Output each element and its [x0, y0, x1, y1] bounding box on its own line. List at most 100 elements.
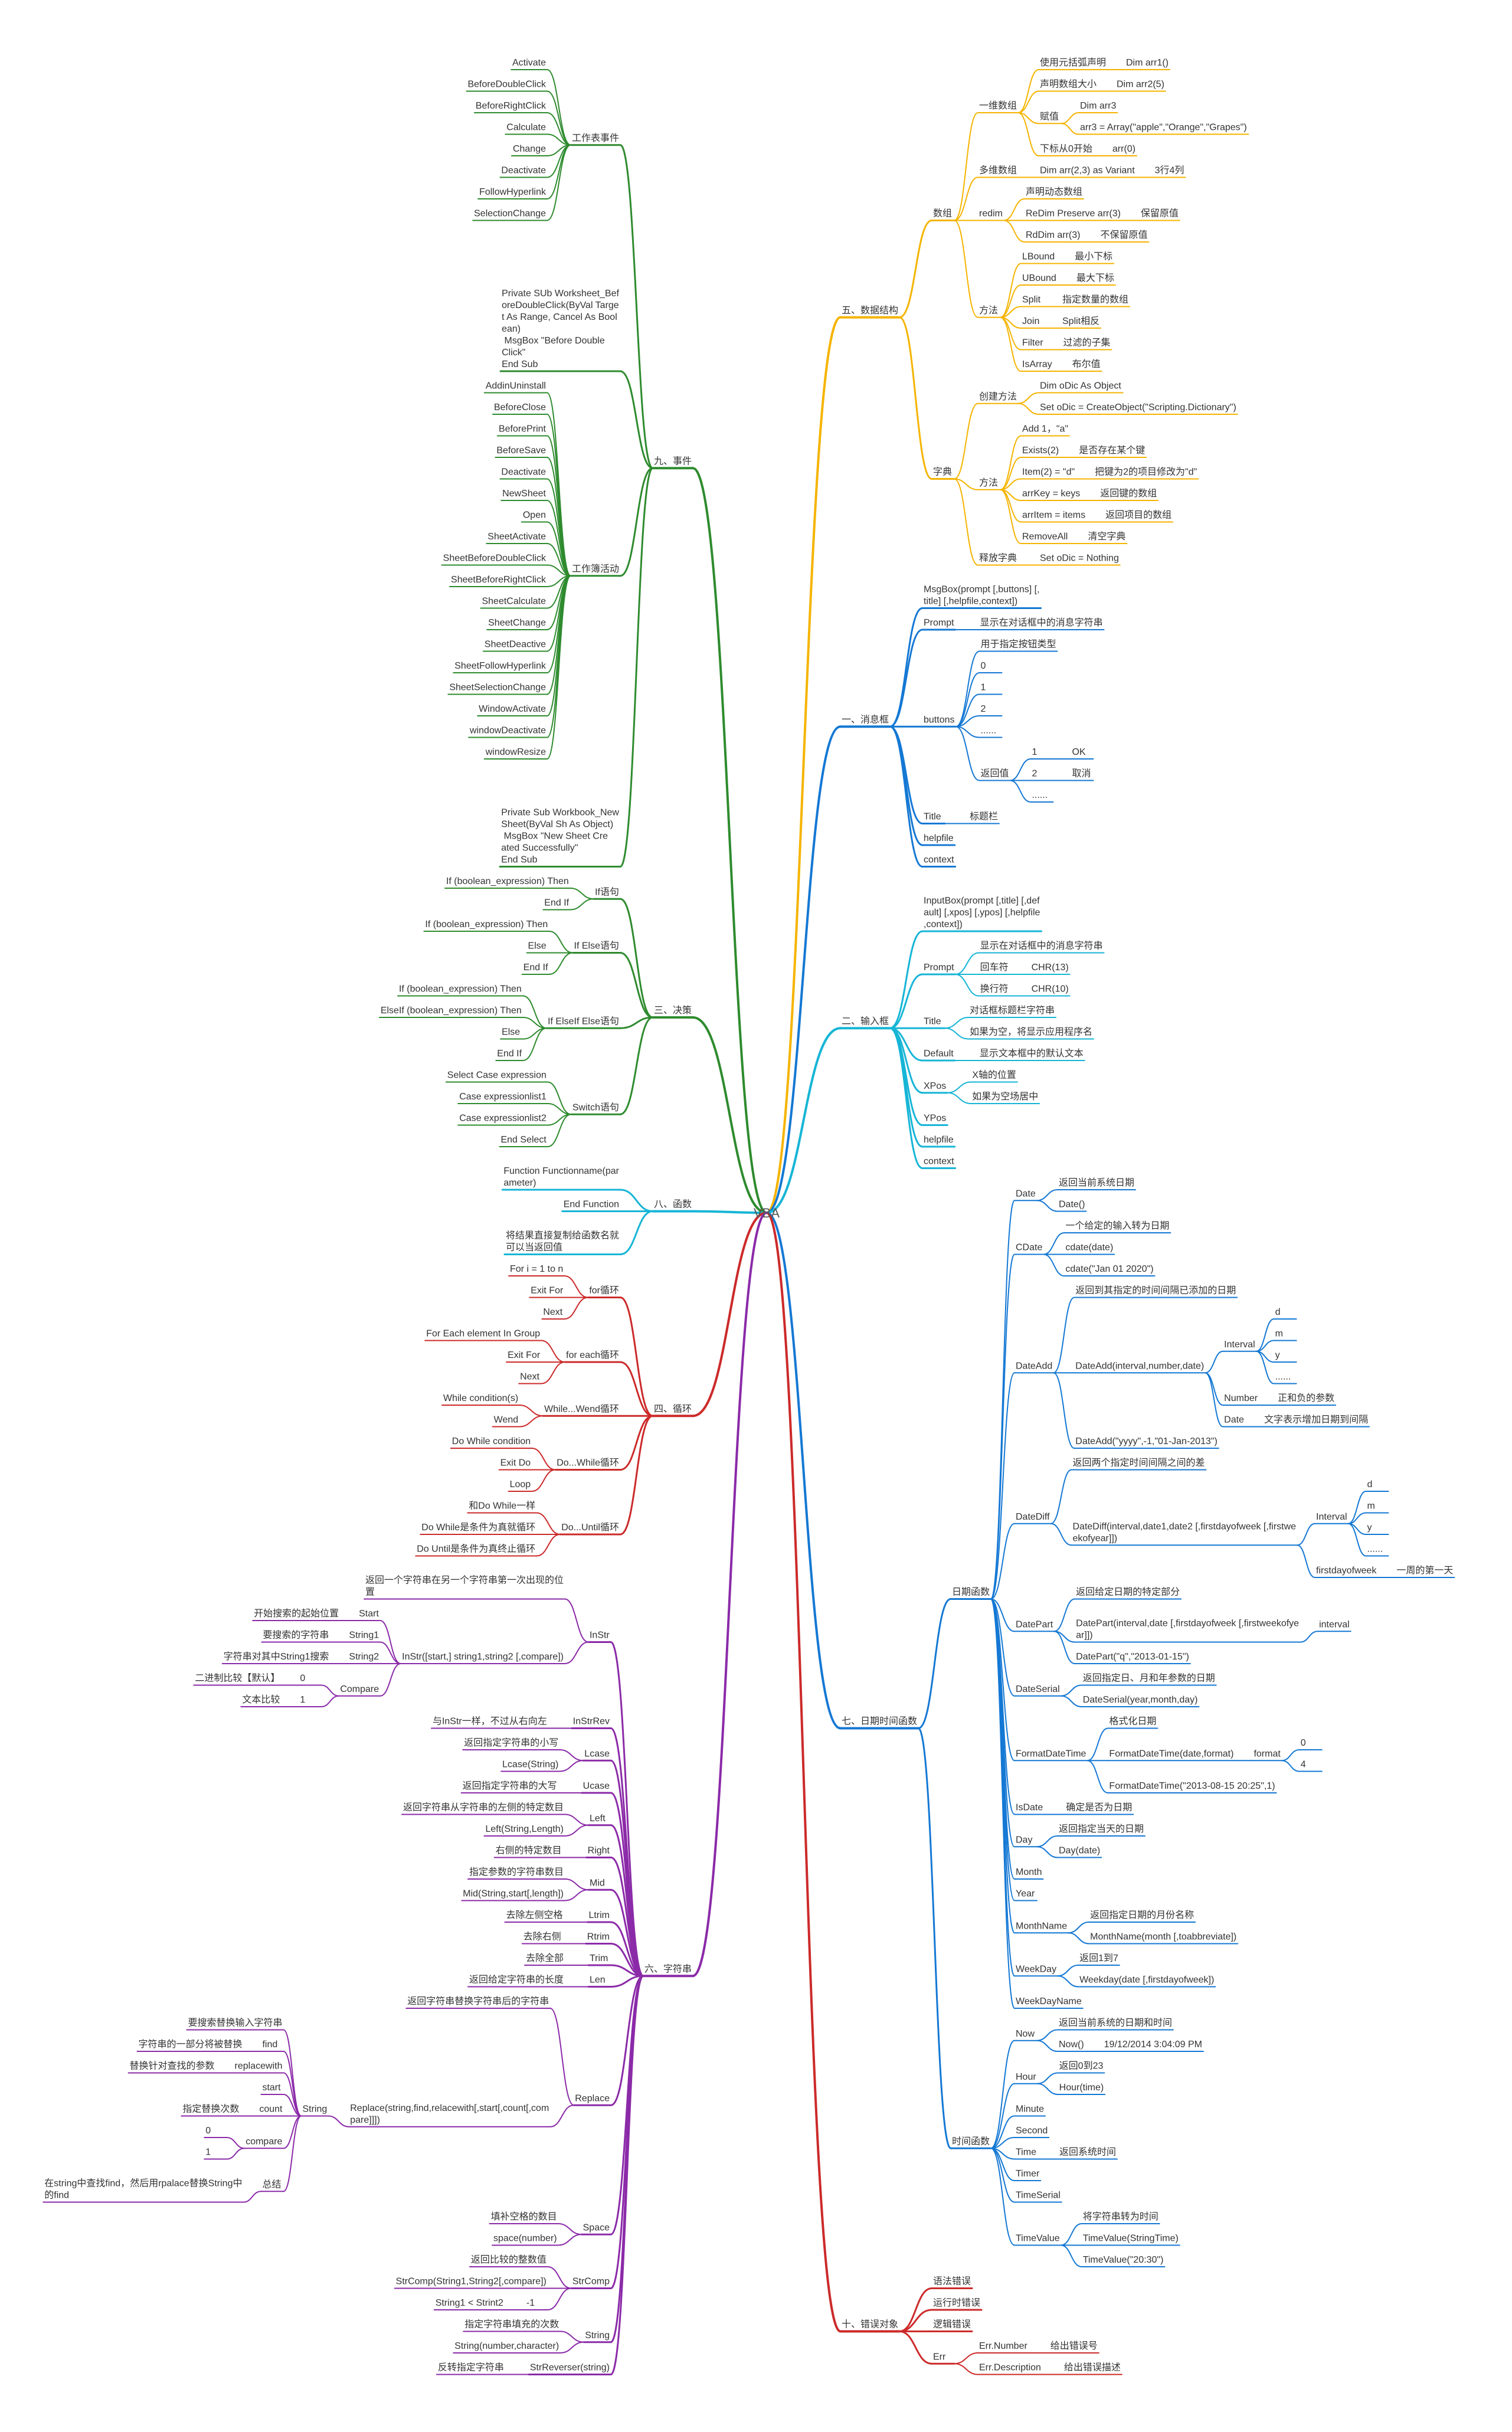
subtopic[interactable]: String1	[349, 1631, 379, 1641]
main-topic[interactable]: 十、错误对象	[842, 2319, 898, 2330]
subtopic[interactable]: Deactivate	[501, 467, 546, 477]
subtopic[interactable]: Mid	[590, 1878, 605, 1888]
subtopic[interactable]: End Function	[564, 1200, 619, 1210]
subtopic[interactable]: Prompt	[924, 618, 954, 628]
subtopic[interactable]: Next	[520, 1372, 539, 1382]
subtopic[interactable]: 声明动态数组	[1026, 186, 1082, 197]
subtopic[interactable]: SelectionChange	[474, 209, 546, 219]
subtopic[interactable]: Compare	[340, 1684, 379, 1694]
subtopic[interactable]: 字符串对其中String1搜索	[224, 1651, 329, 1662]
subtopic[interactable]: 下标从0开始	[1040, 143, 1092, 154]
subtopic[interactable]: 1	[205, 2148, 211, 2158]
subtopic[interactable]: Day	[1016, 1835, 1032, 1845]
subtopic[interactable]: 过滤的子集	[1063, 338, 1111, 348]
subtopic[interactable]: 保留原值	[1141, 208, 1179, 219]
subtopic[interactable]: 去除左侧空格	[506, 1910, 562, 1920]
main-topic[interactable]: 二、输入框	[842, 1016, 889, 1026]
subtopic[interactable]: While condition(s)	[443, 1393, 518, 1403]
subtopic[interactable]: 返回字符串替换字符串后的字符串	[407, 1996, 549, 2007]
subtopic[interactable]: 返回一个字符串在另一个字符串第一次出现的位置	[365, 1575, 564, 1598]
subtopic[interactable]: 总结	[262, 2179, 281, 2189]
subtopic[interactable]: 0	[300, 1674, 305, 1684]
subtopic[interactable]: Next	[543, 1307, 562, 1317]
subtopic[interactable]: 4	[1301, 1760, 1306, 1770]
subtopic[interactable]: Lcase	[584, 1749, 610, 1759]
subtopic[interactable]: start	[262, 2083, 281, 2093]
subtopic[interactable]: 给出错误号	[1050, 2341, 1098, 2351]
subtopic[interactable]: 方法	[979, 305, 998, 316]
subtopic[interactable]: SheetDeactive	[485, 640, 546, 650]
subtopic[interactable]: 标题栏	[970, 811, 998, 822]
subtopic[interactable]: 最小下标	[1075, 251, 1112, 262]
subtopic[interactable]: DateAdd	[1016, 1361, 1052, 1371]
subtopic[interactable]: replacewith	[235, 2061, 283, 2071]
subtopic[interactable]: 返回字符串从字符串的左侧的特定数目	[403, 1802, 564, 1813]
subtopic[interactable]: 1	[300, 1695, 305, 1705]
subtopic[interactable]: 将字符串转为时间	[1083, 2211, 1158, 2222]
subtopic[interactable]: Dim oDic As Object	[1040, 381, 1121, 391]
subtopic[interactable]: Split	[1022, 295, 1041, 305]
subtopic[interactable]: YPos	[924, 1114, 946, 1124]
subtopic[interactable]: 声明数组大小	[1040, 79, 1097, 90]
subtopic[interactable]: 1	[980, 683, 986, 693]
subtopic[interactable]: Start	[359, 1609, 379, 1619]
subtopic[interactable]: If Else语句	[574, 941, 619, 951]
subtopic[interactable]: 语法错误	[933, 2276, 971, 2287]
subtopic[interactable]: Date()	[1059, 1200, 1085, 1210]
subtopic[interactable]: ReDim Preserve arr(3)	[1026, 209, 1121, 219]
subtopic[interactable]: BeforePrint	[499, 424, 546, 434]
main-topic[interactable]: 九、事件	[654, 456, 692, 466]
subtopic[interactable]: String(number,character)	[454, 2341, 559, 2351]
subtopic[interactable]: Right	[588, 1846, 610, 1856]
subtopic[interactable]: 字符串的一部分将被替换	[138, 2039, 242, 2050]
subtopic[interactable]: ......	[1032, 790, 1048, 800]
subtopic[interactable]: cdate(date)	[1065, 1243, 1113, 1253]
subtopic[interactable]: for循环	[589, 1285, 619, 1296]
subtopic[interactable]: 一个给定的输入转为日期	[1065, 1220, 1169, 1231]
subtopic[interactable]: Dim arr3	[1080, 101, 1116, 111]
subtopic[interactable]: Add 1，"a"	[1022, 424, 1068, 434]
main-topic[interactable]: 八、函数	[654, 1199, 692, 1210]
subtopic[interactable]: 正和负的参数	[1278, 1393, 1334, 1403]
subtopic[interactable]: AddinUninstall	[486, 381, 546, 391]
subtopic[interactable]: windowDeactivate	[469, 726, 546, 736]
subtopic[interactable]: String1 < Strint2	[436, 2298, 503, 2308]
subtopic[interactable]: 数组	[933, 208, 952, 219]
subtopic[interactable]: SheetSelectionChange	[449, 683, 546, 693]
subtopic[interactable]: context	[924, 1157, 954, 1167]
subtopic[interactable]: 一周的第一天	[1396, 1565, 1453, 1576]
subtopic[interactable]: Dim arr2(5)	[1117, 80, 1164, 90]
main-topic[interactable]: 三、决策	[654, 1005, 692, 1016]
subtopic[interactable]: Switch语句	[572, 1102, 619, 1112]
subtopic[interactable]: d	[1275, 1307, 1281, 1317]
subtopic[interactable]: 0	[205, 2126, 211, 2136]
subtopic[interactable]: 返回当前系统的日期和时间	[1059, 2018, 1172, 2028]
subtopic[interactable]: 返回项目的数组	[1105, 510, 1171, 521]
subtopic[interactable]: For Each element In Group	[426, 1329, 540, 1339]
subtopic[interactable]: Interval	[1316, 1512, 1347, 1522]
subtopic[interactable]: d	[1367, 1480, 1373, 1490]
subtopic[interactable]: -1	[526, 2298, 535, 2308]
subtopic[interactable]: Interval	[1224, 1340, 1255, 1350]
subtopic[interactable]: Do Until是条件为真终止循环	[417, 1544, 535, 1554]
subtopic[interactable]: Split相反	[1062, 316, 1099, 326]
subtopic[interactable]: Len	[590, 1975, 606, 1985]
subtopic[interactable]: 在string中查找find，然后用rpalace替换String中的find	[44, 2178, 242, 2201]
subtopic[interactable]: Lcase(String)	[502, 1760, 558, 1770]
subtopic[interactable]: 逻辑错误	[933, 2319, 971, 2330]
subtopic[interactable]: If ElseIf Else语句	[548, 1016, 619, 1026]
subtopic[interactable]: 和Do While一样	[469, 1501, 535, 1511]
subtopic[interactable]: 布尔值	[1072, 359, 1101, 369]
subtopic[interactable]: context	[924, 855, 954, 865]
subtopic[interactable]: InStrRev	[573, 1717, 610, 1727]
subtopic[interactable]: TimeValue	[1016, 2234, 1060, 2244]
subtopic[interactable]: redim	[979, 209, 1003, 219]
subtopic[interactable]: OK	[1072, 747, 1085, 757]
subtopic[interactable]: helpfile	[924, 833, 954, 843]
subtopic[interactable]: String2	[349, 1652, 379, 1662]
subtopic[interactable]: 返回系统时间	[1059, 2147, 1116, 2158]
subtopic[interactable]: cdate("Jan 01 2020")	[1065, 1264, 1153, 1274]
subtopic[interactable]: 指定字符串填充的次数	[464, 2319, 559, 2330]
subtopic[interactable]: 0	[1301, 1738, 1306, 1748]
